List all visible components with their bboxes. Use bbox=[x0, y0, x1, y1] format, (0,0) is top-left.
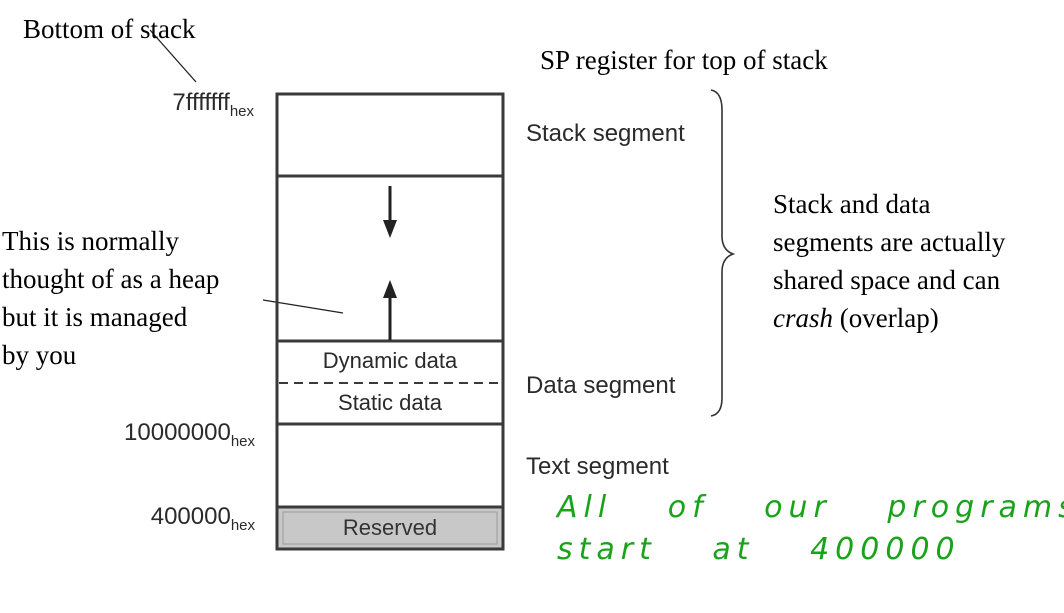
address-stack-top-value: 7fffffff bbox=[172, 89, 230, 116]
address-data-start-suffix: hex bbox=[230, 433, 255, 450]
address-data-start: 10000000hex bbox=[15, 419, 255, 450]
shared-note-line-3: shared space and can bbox=[773, 265, 1001, 295]
address-data-start-value: 10000000 bbox=[124, 419, 231, 446]
heap-note: This is normally thought of as a heap bu… bbox=[2, 222, 219, 374]
crash-word: crash bbox=[773, 303, 833, 333]
text-segment-label: Text segment bbox=[526, 453, 669, 480]
shared-space-note: Stack and data segments are actually sha… bbox=[773, 185, 1005, 337]
heap-note-pointer bbox=[262, 299, 344, 314]
shared-note-line-4: crash (overlap) bbox=[773, 299, 1005, 337]
address-text-start-value: 400000 bbox=[150, 503, 231, 530]
handwritten-note-line-1: All of our programs bbox=[557, 490, 1064, 525]
address-text-start: 400000hex bbox=[15, 503, 255, 534]
reserved-label: Reserved bbox=[342, 515, 438, 540]
shared-space-brace bbox=[710, 89, 736, 417]
data-segment-label: Data segment bbox=[526, 372, 676, 399]
crash-rest: (overlap) bbox=[833, 303, 939, 333]
sp-register-label: SP register for top of stack bbox=[540, 45, 828, 75]
heap-note-line-4: by you bbox=[2, 340, 77, 370]
heap-growth-arrow-head bbox=[383, 280, 397, 298]
shared-note-line-2: segments are actually bbox=[773, 227, 1006, 257]
bottom-of-stack-pointer bbox=[149, 29, 197, 83]
stack-segment-label: Stack segment bbox=[526, 120, 685, 147]
heap-note-line-3: but it is managed bbox=[2, 302, 188, 332]
static-data-label: Static data bbox=[338, 390, 442, 415]
dynamic-data-label: Dynamic data bbox=[322, 348, 458, 373]
heap-note-line-2: thought of as a heap bbox=[2, 264, 220, 294]
address-text-start-suffix: hex bbox=[230, 517, 255, 534]
memory-column bbox=[275, 92, 505, 551]
heap-note-line-1: This is normally bbox=[2, 226, 179, 256]
handwritten-note-line-2: start at 400000 bbox=[557, 532, 961, 567]
address-stack-top-suffix: hex bbox=[229, 103, 254, 120]
reserved-region bbox=[278, 508, 502, 548]
shared-note-line-1: Stack and data bbox=[773, 189, 931, 219]
bottom-of-stack-label: Bottom of stack bbox=[23, 14, 196, 44]
stack-growth-arrow-head bbox=[383, 220, 397, 238]
address-stack-top: 7fffffffhex bbox=[14, 89, 254, 120]
reserved-inner-border bbox=[282, 511, 498, 545]
